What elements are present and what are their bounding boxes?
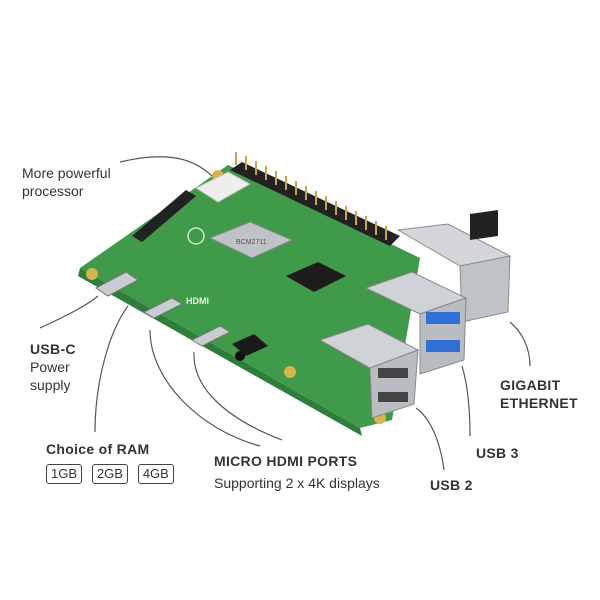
usb2-socket-top <box>378 368 408 378</box>
usb2-socket-bottom <box>378 392 408 402</box>
usbc-label-sub2: supply <box>30 377 71 393</box>
audio-jack-hole <box>235 351 245 361</box>
ethernet-callout-line <box>509 321 531 367</box>
ethernet-socket <box>470 210 498 240</box>
usb3-label: USB 3 <box>476 445 519 461</box>
chip-text: BCM2711 <box>236 239 267 246</box>
micro-hdmi-port-1 <box>142 297 184 319</box>
hdmi-callout-line-1 <box>149 329 261 447</box>
raspberry-logo <box>187 227 205 245</box>
usb3-callout-line <box>461 365 471 437</box>
processor-label-line2: processor <box>22 183 84 199</box>
ram-option-4gb: 4GB <box>137 464 174 484</box>
hdmi-label: MICRO HDMI PORTS Supporting 2 x 4K displ… <box>214 452 380 492</box>
ethernet-label-line1: GIGABIT <box>500 377 561 393</box>
usbc-label: USB-C Power supply <box>30 340 76 394</box>
hdmi-label-title: MICRO HDMI PORTS <box>214 453 358 469</box>
ram-label: Choice of RAM 1GB 2GB 4GB <box>46 440 180 484</box>
poe-connector <box>194 171 252 203</box>
callout-lines <box>39 156 531 471</box>
pcb <box>80 165 420 428</box>
ethernet-label: GIGABIT ETHERNET <box>500 376 578 412</box>
micro-hdmi-port-2 <box>190 325 232 347</box>
mount-hole <box>86 268 98 280</box>
usb3-blue-bottom <box>426 340 460 352</box>
usbc-label-sub1: Power <box>30 359 70 375</box>
hdmi-callout-line-2 <box>193 351 283 441</box>
ram-chip <box>286 262 346 292</box>
ethernet-port-front <box>459 255 511 323</box>
display-connector <box>132 190 196 242</box>
usb2-callout-line <box>415 407 445 471</box>
gpio-pins <box>235 152 387 240</box>
usbc-callout-line <box>39 295 99 329</box>
hdmi-silk-text: HDMI <box>186 296 209 306</box>
ethernet-label-line2: ETHERNET <box>500 395 578 411</box>
ram-option-1gb: 1GB <box>46 464 83 484</box>
processor-chip <box>208 221 294 259</box>
usb-c-port <box>95 271 139 297</box>
processor-label: More powerful processor <box>22 164 111 200</box>
ram-option-2gb: 2GB <box>91 464 128 484</box>
mount-hole <box>284 366 296 378</box>
usb3-blue-top <box>426 312 460 324</box>
ram-label-title: Choice of RAM <box>46 441 150 457</box>
processor-callout-line <box>119 156 213 177</box>
ram-options: 1GB 2GB 4GB <box>46 464 180 484</box>
usbc-label-title: USB-C <box>30 341 76 357</box>
usb2-label: USB 2 <box>430 477 473 493</box>
hdmi-label-sub: Supporting 2 x 4K displays <box>214 475 380 491</box>
processor-label-line1: More powerful <box>22 165 111 181</box>
ram-callout-line <box>94 305 129 433</box>
audio-jack <box>232 334 268 356</box>
